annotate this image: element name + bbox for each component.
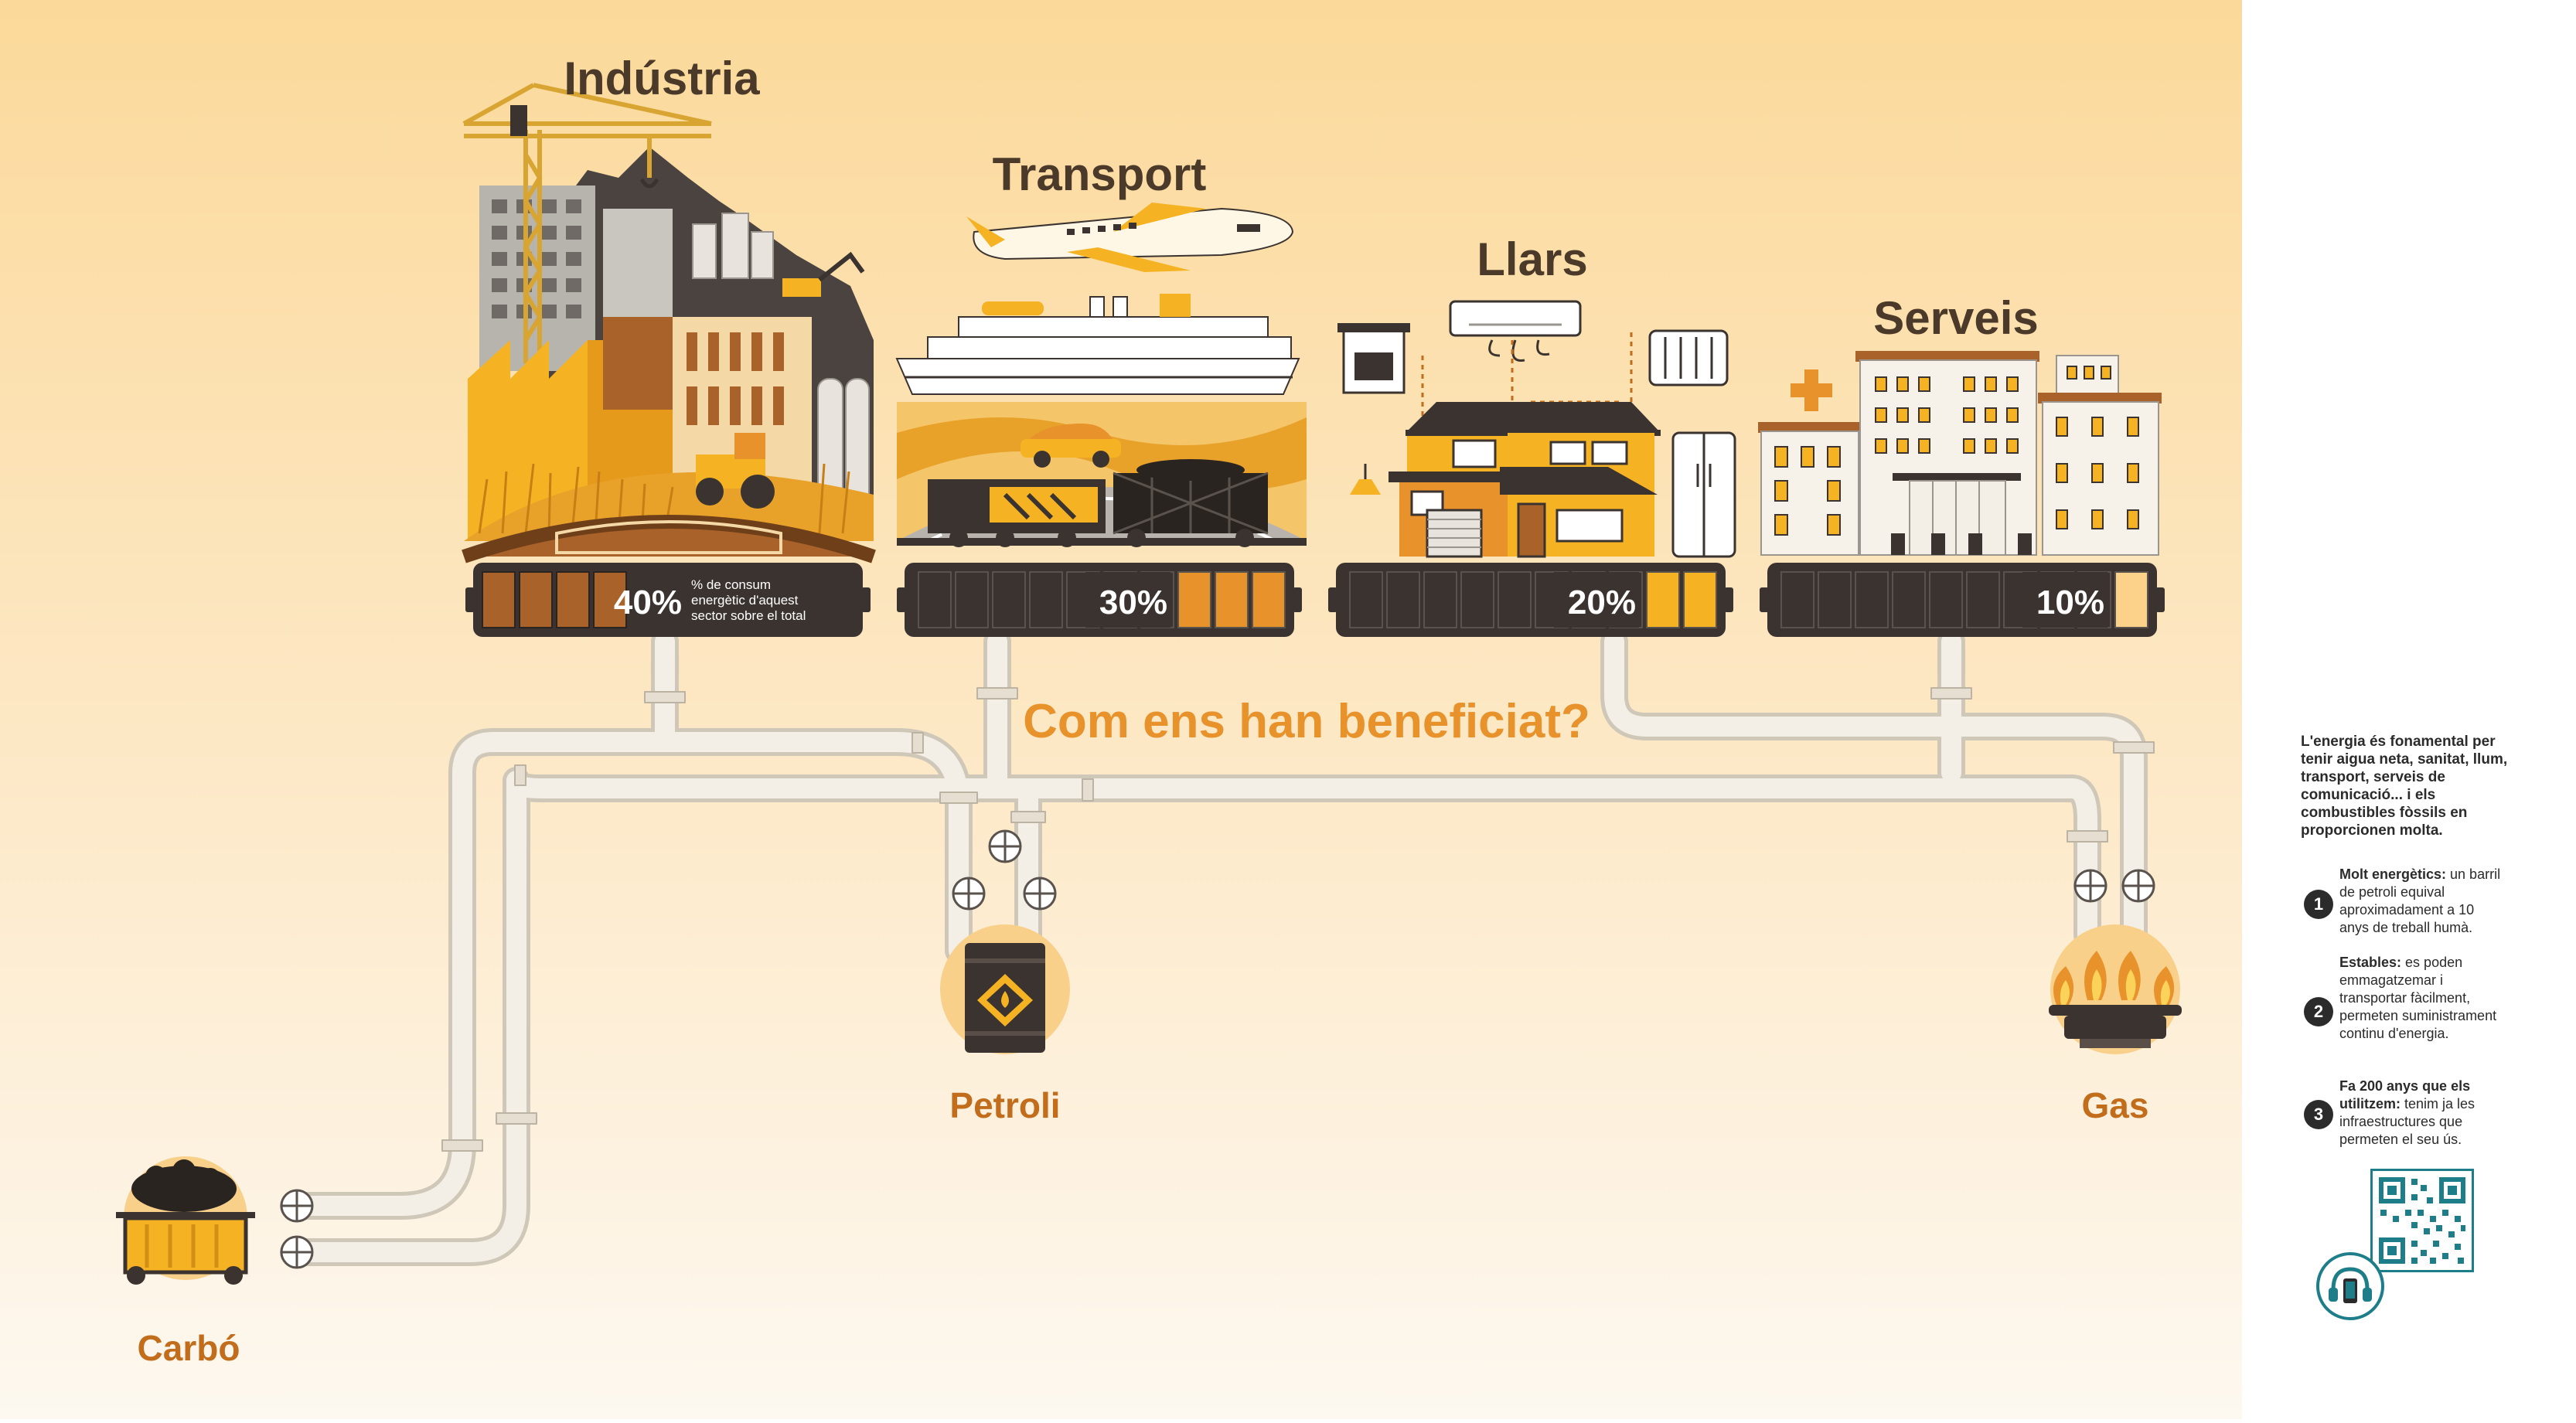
- battery-segment-empty: [1966, 571, 2000, 628]
- battery-segment-empty: [992, 571, 1026, 628]
- point-text: Estables: es poden emmagatzemar i transp…: [2339, 954, 2502, 1043]
- battery-segment-empty: [1780, 571, 1814, 628]
- battery-4: 10%: [1760, 563, 2165, 637]
- battery-3: 20%: [1328, 563, 1733, 637]
- point-number: 2: [2304, 997, 2333, 1026]
- battery-segment: [2114, 571, 2148, 628]
- sector-title-llars: Llars: [1477, 233, 1587, 285]
- battery-percent: 40%: [614, 584, 682, 621]
- battery-segment: [1177, 571, 1211, 628]
- valve-wheels: [280, 829, 2155, 1269]
- fuel-labels: Carbó Petroli Gas: [138, 1085, 2149, 1368]
- point-bold: Molt energètics:: [2339, 866, 2447, 882]
- valve-icon: [952, 877, 986, 911]
- battery-segment: [1252, 571, 1286, 628]
- battery-caption: % de consum: [691, 577, 771, 592]
- percent-backdrop: [1085, 572, 1170, 628]
- battery-percent: 30%: [1099, 584, 1167, 621]
- battery-segment-empty: [1460, 571, 1494, 628]
- gas-burner-icon: [2049, 924, 2182, 1054]
- battery-segment: [1646, 571, 1680, 628]
- battery-cap-right: [861, 587, 871, 612]
- headset-phone-icon[interactable]: [2316, 1252, 2384, 1320]
- battery-cap-left: [897, 587, 906, 612]
- sector-title-industria: Indústria: [564, 53, 760, 104]
- fuel-label-carbo: Carbó: [138, 1328, 240, 1368]
- valve-icon: [280, 1189, 314, 1223]
- coal-cart-icon: [116, 1156, 255, 1285]
- battery-segment-empty: [1498, 571, 1532, 628]
- battery-segment-empty: [1423, 571, 1457, 628]
- valve-icon: [280, 1235, 314, 1269]
- battery-segment-empty: [1929, 571, 1963, 628]
- valve-icon: [2121, 869, 2155, 903]
- point-bold: Fa 200 anys que els utilitzem:: [2339, 1078, 2471, 1112]
- point-body: un barril de petroli equival aproximadam…: [2339, 866, 2501, 935]
- sector-title-transport: Transport: [993, 148, 1207, 200]
- benefit-point-3: 3 Fa 200 anys que els utilitzem: tenim j…: [2304, 1077, 2528, 1152]
- valve-icon: [2073, 869, 2107, 903]
- qr-code-icon[interactable]: [2370, 1169, 2474, 1272]
- point-body: tenim ja les infraestructures que permet…: [2339, 1096, 2475, 1147]
- point-body: es poden emmagatzemar i transportar fàci…: [2339, 955, 2497, 1041]
- battery-segment-empty: [1892, 571, 1926, 628]
- battery-percent: 10%: [2036, 584, 2104, 621]
- point-text: Molt energètics: un barril de petroli eq…: [2339, 866, 2502, 937]
- fuel-label-petroli: Petroli: [949, 1085, 1060, 1125]
- point-number: 1: [2304, 890, 2333, 919]
- benefit-point-2: 2 Estables: es poden emmagatzemar i tran…: [2304, 954, 2528, 1070]
- sector-titles: Indústria Transport Llars Serveis: [564, 53, 2038, 344]
- sidebar-divider: [2242, 0, 2247, 1419]
- battery-segment: [1215, 571, 1249, 628]
- battery-segment-empty: [1818, 571, 1852, 628]
- battery-2: 30%: [897, 563, 1302, 637]
- battery-percent: 20%: [1568, 584, 1636, 621]
- battery-segment: [556, 571, 590, 628]
- headset-graphic: [2329, 1267, 2372, 1303]
- sidebar-intro: L'energia és fonamental per tenir aigua …: [2301, 734, 2508, 839]
- battery-cap-left: [1328, 587, 1337, 612]
- point-text: Fa 200 anys que els utilitzem: tenim ja …: [2339, 1077, 2502, 1149]
- battery-segment-empty: [1029, 571, 1063, 628]
- battery-cap-left: [465, 587, 475, 612]
- buildings-icon: [1758, 351, 2162, 556]
- valve-icon: [1023, 877, 1057, 911]
- battery-caption: sector sobre el total: [691, 608, 806, 623]
- factory-icon: [462, 83, 876, 563]
- battery-segment-empty: [1855, 571, 1889, 628]
- fuel-label-gas: Gas: [2082, 1085, 2149, 1125]
- battery-cap-right: [2155, 587, 2165, 612]
- battery-segment: [519, 571, 553, 628]
- battery-cap-right: [1724, 587, 1733, 612]
- house-icon: [1337, 300, 1736, 558]
- point-number: 3: [2304, 1100, 2333, 1129]
- battery-segment: [482, 571, 516, 628]
- valve-icon: [988, 829, 1022, 863]
- question-heading: Com ens han beneficiat?: [1023, 695, 1590, 748]
- transport-icon: [895, 203, 1307, 547]
- sector-title-serveis: Serveis: [1873, 292, 2039, 344]
- battery-segment-empty: [1386, 571, 1420, 628]
- battery-segment-empty: [955, 571, 989, 628]
- percent-backdrop: [2022, 572, 2107, 628]
- point-bold: Estables:: [2339, 955, 2402, 970]
- battery-segment-empty: [1349, 571, 1383, 628]
- battery-cap-right: [1293, 587, 1302, 612]
- percent-backdrop: [1554, 572, 1639, 628]
- pipe-network: [280, 628, 2155, 1266]
- battery-segment-empty: [918, 571, 952, 628]
- battery-cap-left: [1760, 587, 1769, 612]
- battery-segment: [1683, 571, 1717, 628]
- qr-code-graphic: [2379, 1177, 2465, 1264]
- battery-caption: energètic d'aquest: [691, 593, 799, 608]
- benefit-point-1: 1 Molt energètics: un barril de petroli …: [2304, 866, 2528, 943]
- oil-barrel-icon: [940, 924, 1070, 1054]
- battery-segment: [593, 571, 627, 628]
